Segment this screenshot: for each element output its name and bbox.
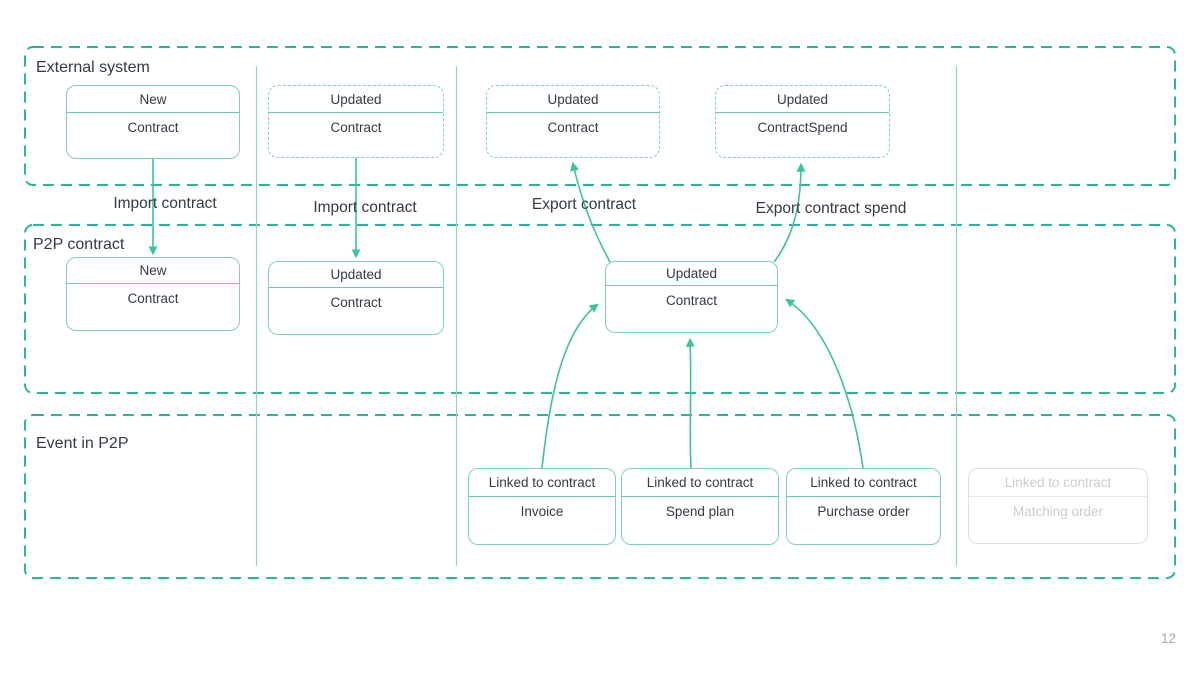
node-body: Contract: [330, 120, 382, 135]
node-body: Contract: [330, 295, 382, 310]
arrow-spend-plan-to-contract: [685, 337, 695, 469]
lane-event-in-p2p-border: [24, 414, 1176, 579]
edge-label-export-contract-spend: Export contract spend: [755, 200, 907, 217]
node-body: Contract: [127, 120, 179, 135]
node-header: Updated: [606, 262, 777, 286]
node-header: Updated: [716, 86, 889, 113]
node-event-spend-plan: Linked to contract Spend plan: [621, 468, 779, 545]
node-header: Updated: [269, 262, 443, 288]
node-event-purchase-order: Linked to contract Purchase order: [786, 468, 941, 545]
arrow-purchase-order-to-contract: [785, 298, 864, 469]
node-header: New: [67, 86, 239, 113]
arrow-export-contract: [570, 161, 611, 263]
node-header: Updated: [487, 86, 659, 113]
lane-label-p2p-contract: P2P contract: [33, 236, 125, 253]
node-body: Contract: [127, 291, 179, 306]
node-header: Updated: [269, 86, 443, 113]
node-ext-updated-contract-export: Updated Contract: [486, 85, 660, 158]
arrow-invoice-to-contract: [541, 303, 599, 469]
node-header: Linked to contract: [969, 469, 1147, 497]
node-body: Spend plan: [665, 504, 735, 519]
node-header: Linked to contract: [622, 469, 778, 497]
edge-label-import-contract-1: Import contract: [113, 195, 217, 212]
node-p2p-updated-contract-center: Updated Contract: [605, 261, 778, 333]
node-event-matching-order: Linked to contract Matching order: [968, 468, 1148, 544]
node-body: Matching order: [1012, 504, 1104, 519]
node-body: Invoice: [520, 504, 564, 519]
lane-label-external-system: External system: [36, 59, 150, 76]
node-ext-updated-contract-import: Updated Contract: [268, 85, 444, 158]
edge-label-export-contract: Export contract: [531, 196, 637, 213]
node-header: Linked to contract: [469, 469, 615, 497]
node-header: Linked to contract: [787, 469, 940, 497]
lane-label-event-in-p2p: Event in P2P: [36, 435, 129, 452]
lane-p2p-contract-border: [24, 224, 1176, 394]
lane-external-system-border: [24, 46, 1176, 186]
node-body: ContractSpend: [757, 120, 848, 135]
node-p2p-updated-contract-import: Updated Contract: [268, 261, 444, 335]
node-event-invoice: Linked to contract Invoice: [468, 468, 616, 545]
node-body: Purchase order: [817, 504, 910, 519]
node-body: Contract: [547, 120, 599, 135]
node-body: Contract: [665, 293, 718, 308]
node-ext-updated-contractspend: Updated ContractSpend: [715, 85, 890, 158]
arrow-export-contract-spend: [773, 162, 806, 263]
node-header: New: [67, 258, 239, 284]
edge-label-import-contract-2: Import contract: [313, 199, 417, 216]
node-p2p-new-contract: New Contract: [66, 257, 240, 331]
node-ext-new-contract: New Contract: [66, 85, 240, 159]
page-number: 12: [1160, 631, 1176, 646]
